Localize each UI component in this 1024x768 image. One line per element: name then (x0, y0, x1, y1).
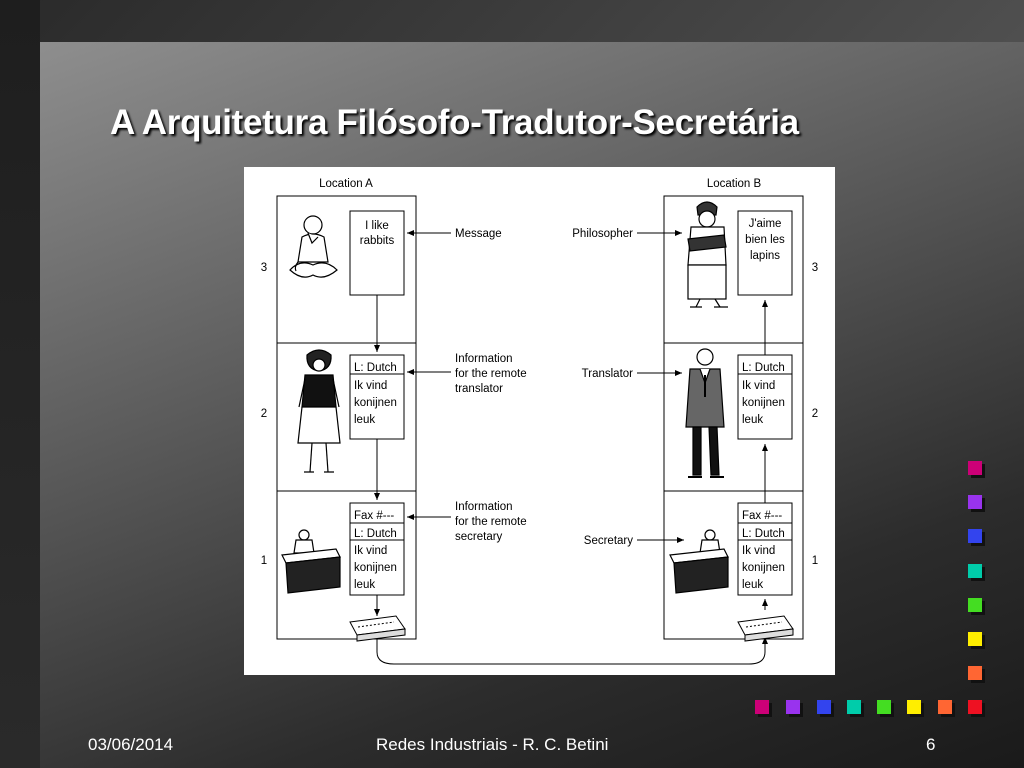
layer-number-3-right: 3 (812, 262, 818, 274)
doc-line: L: Dutch (354, 528, 397, 540)
doc-line: Fax #--- (742, 510, 782, 522)
label-message: Message (455, 228, 502, 240)
decor-square (968, 598, 982, 612)
doc-line: bien les (745, 234, 785, 246)
doc-line: L: Dutch (742, 528, 785, 540)
document-a-layer1: Fax #--- L: Dutch Ik vind konijnen leuk (349, 502, 405, 596)
decor-square (786, 700, 800, 714)
layer-architecture-figure: Location A Location B 3 2 1 3 2 1 I like… (244, 167, 835, 675)
translator-a-figure (297, 349, 341, 473)
layer-number-1-left: 1 (261, 555, 267, 567)
decor-square (968, 666, 982, 680)
label-info-secretary-3: secretary (455, 531, 503, 543)
slide-title: A Arquitetura Filósofo-Tradutor-Secretár… (110, 103, 799, 142)
location-b-label: Location B (707, 178, 762, 190)
layer-number-2-right: 2 (812, 408, 818, 420)
decor-square (968, 495, 982, 509)
center-labels-left: Message Information for the remote trans… (455, 228, 527, 543)
layer-number-2-left: 2 (261, 408, 267, 420)
document-a-layer3: I like rabbits (349, 210, 405, 296)
decor-square (968, 461, 982, 475)
location-a-label: Location A (319, 178, 373, 190)
philosopher-a-figure (289, 215, 338, 278)
doc-line: leuk (354, 579, 375, 591)
decor-square (847, 700, 861, 714)
label-translator: Translator (582, 368, 634, 380)
doc-line: konijnen (742, 562, 785, 574)
label-info-secretary-1: Information (455, 501, 513, 513)
document-b-layer2: L: Dutch Ik vind konijnen leuk (737, 354, 793, 440)
center-arrows-left (407, 230, 451, 520)
doc-line: rabbits (360, 235, 395, 247)
decor-square (968, 529, 982, 543)
center-labels-right: Philosopher Translator Secretary (572, 228, 633, 547)
decor-square (877, 700, 891, 714)
doc-line: konijnen (354, 397, 397, 409)
decor-square (968, 564, 982, 578)
doc-line: leuk (742, 414, 763, 426)
document-b-layer3: J'aime bien les lapins (737, 210, 793, 296)
flow-arrows (374, 295, 768, 665)
decor-square (968, 632, 982, 646)
doc-line: leuk (354, 414, 375, 426)
label-info-translator-1: Information (455, 353, 513, 365)
doc-line: Fax #--- (354, 510, 394, 522)
doc-line: I like (365, 220, 389, 232)
decor-square (817, 700, 831, 714)
layer-numbers-left: 3 2 1 (261, 262, 267, 567)
doc-line: L: Dutch (742, 362, 785, 374)
left-dark-strip (0, 0, 40, 768)
doc-line: Ik vind (354, 545, 387, 557)
label-philosopher: Philosopher (572, 228, 633, 240)
layer-number-1-right: 1 (812, 555, 818, 567)
label-secretary: Secretary (584, 535, 633, 547)
philosopher-b-figure (687, 201, 728, 308)
label-info-translator-2: for the remote (455, 368, 527, 380)
layer-number-3-left: 3 (261, 262, 267, 274)
doc-line: lapins (750, 250, 780, 262)
doc-line: Ik vind (742, 380, 775, 392)
doc-line: L: Dutch (354, 362, 397, 374)
secretary-a-figure (281, 529, 341, 594)
doc-line: Ik vind (354, 380, 387, 392)
fax-machine-a-icon (349, 615, 406, 642)
doc-line: leuk (742, 579, 763, 591)
doc-line: J'aime (749, 218, 782, 230)
doc-line: Ik vind (742, 545, 775, 557)
label-info-translator-3: translator (455, 383, 503, 395)
footer-date: 03/06/2014 (88, 735, 174, 754)
decor-square (907, 700, 921, 714)
footer-page-number: 6 (926, 735, 936, 754)
decor-square (938, 700, 952, 714)
document-a-layer2: L: Dutch Ik vind konijnen leuk (349, 354, 405, 440)
doc-line: konijnen (354, 562, 397, 574)
layer-numbers-right: 3 2 1 (812, 262, 818, 567)
decor-square (968, 700, 982, 714)
secretary-b-figure (669, 529, 729, 594)
decor-square (755, 700, 769, 714)
center-arrows-right (637, 230, 684, 543)
label-info-secretary-2: for the remote (455, 516, 527, 528)
location-a-stack (276, 195, 417, 640)
location-b-stack (663, 195, 804, 640)
fax-machine-b-icon (737, 615, 794, 642)
doc-line: konijnen (742, 397, 785, 409)
translator-b-figure (685, 348, 725, 478)
footer-center: Redes Industriais - R. C. Betini (376, 735, 609, 754)
document-b-layer1: Fax #--- L: Dutch Ik vind konijnen leuk (737, 502, 793, 596)
